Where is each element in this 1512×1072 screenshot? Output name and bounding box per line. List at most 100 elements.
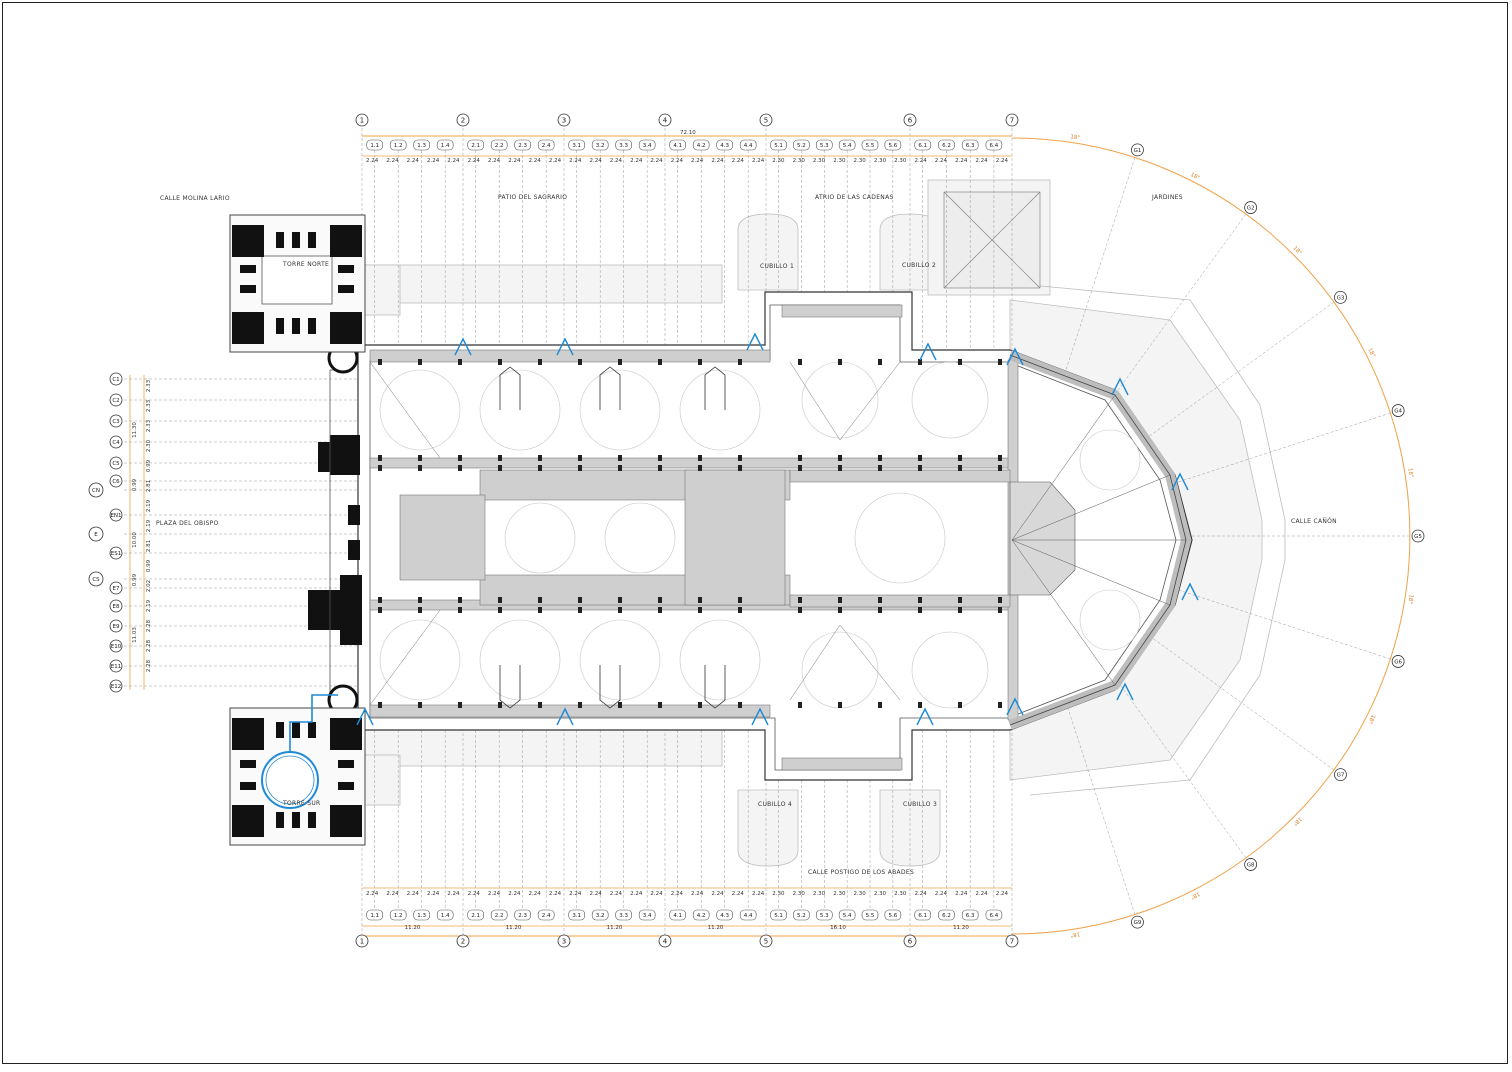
row-label-ES1: ES1	[111, 551, 121, 557]
spacing-dim-top-29: 2.24	[955, 158, 968, 164]
row-bubble-E	[88, 526, 104, 542]
grid-label-top-7: 7	[1010, 117, 1014, 125]
spacing-dim-bottom-5: 2.24	[468, 891, 481, 897]
row-bubble-E9	[109, 619, 123, 633]
sub-grid-label-bottom-4.3: 4.3	[720, 913, 729, 919]
row-dim-b-0: 11.30	[132, 422, 138, 438]
label-atrio-cadenas: ATRIO DE LAS CADENAS	[815, 194, 894, 201]
sub-grid-bubble-top-4.3	[716, 139, 733, 151]
cathedral-body	[357, 291, 1193, 781]
spacing-dim-top-5: 2.24	[468, 158, 481, 164]
apse-bubble-G8	[1244, 858, 1258, 871]
sub-grid-label-bottom-2.1: 2.1	[471, 913, 480, 919]
sub-grid-label-bottom-6.3: 6.3	[966, 913, 975, 919]
grid-label-top-4: 4	[663, 117, 668, 125]
sub-grid-label-bottom-5.4: 5.4	[843, 913, 852, 919]
row-dim-a-2: 2.33	[146, 419, 152, 432]
sub-grid-bubble-bottom-5.5	[861, 909, 879, 921]
row-label-E8: E8	[113, 604, 120, 610]
spacing-dim-bottom-16: 2.24	[691, 891, 704, 897]
sub-grid-bubble-bottom-3.4	[638, 909, 656, 921]
sub-grid-bubble-bottom-1.1	[366, 909, 383, 921]
sub-grid-label-top-1.2: 1.2	[394, 143, 403, 149]
apse-angle-7: 18°	[1291, 815, 1302, 826]
sub-grid-label-bottom-5.5: 5.5	[866, 913, 875, 919]
row-dim-a-13: 2.28	[146, 639, 152, 652]
sub-grid-bubble-top-5.5	[861, 139, 879, 151]
spacing-dim-top-7: 2.24	[508, 158, 521, 164]
sub-grid-label-bottom-1.3: 1.3	[417, 913, 426, 919]
apse-bubble-G1	[1131, 143, 1144, 157]
apse-label-G6: G6	[1394, 659, 1402, 665]
sub-grid-bubble-top-3.2	[591, 139, 609, 151]
spacing-dim-top-21: 2.30	[793, 158, 806, 164]
spacing-dim-top-12: 2.24	[610, 158, 623, 164]
torre-sur-plan	[229, 694, 366, 846]
sub-grid-label-bottom-6.1: 6.1	[918, 913, 927, 919]
sub-grid-bubble-top-6.2	[938, 139, 955, 151]
row-bubble-E10	[109, 639, 123, 653]
grid-bubble-bottom-1	[355, 934, 369, 948]
sub-grid-bubble-bottom-5.3	[815, 909, 833, 921]
spacing-dim-top-31: 2.24	[996, 158, 1009, 164]
spacing-dim-bottom-12: 2.24	[610, 891, 623, 897]
row-dim-a-10: 2.02	[146, 580, 152, 592]
grid-label-bottom-7: 7	[1010, 938, 1014, 946]
row-label-CN: CN	[92, 488, 100, 494]
sub-grid-label-top-3.4: 3.4	[643, 143, 652, 149]
sub-grid-label-top-4.1: 4.1	[673, 143, 682, 149]
row-label-C3: C3	[112, 419, 120, 425]
sub-grid-bubble-top-1.1	[366, 139, 383, 151]
label-jardines: JARDINES	[1151, 194, 1183, 201]
row-label-E12: E12	[111, 684, 121, 690]
sub-grid-label-bottom-5.1: 5.1	[774, 913, 783, 919]
grid-bubble-top-3	[557, 113, 571, 127]
sub-grid-label-top-5.5: 5.5	[866, 143, 875, 149]
spacing-dim-bottom-4: 2.24	[447, 891, 460, 897]
grid-label-bottom-6: 6	[908, 938, 913, 946]
sub-grid-bubble-bottom-6.3	[961, 909, 979, 921]
spacing-dim-top-10: 2.24	[569, 158, 582, 164]
row-bubble-C1	[109, 372, 123, 386]
sub-grid-label-bottom-3.3: 3.3	[619, 913, 628, 919]
apse-label-G8: G8	[1247, 862, 1255, 868]
sub-grid-bubble-top-3.1	[568, 139, 585, 151]
sub-grid-label-top-6.4: 6.4	[990, 143, 999, 149]
row-bubble-ES1	[109, 546, 123, 560]
sub-grid-label-top-1.1: 1.1	[370, 143, 379, 149]
sub-grid-label-top-3.1: 3.1	[572, 143, 581, 149]
label-plaza-obispo: PLAZA DEL OBISPO	[156, 520, 219, 527]
sub-grid-label-top-3.2: 3.2	[596, 143, 605, 149]
spacing-dim-top-9: 2.24	[549, 158, 562, 164]
row-dim-a-3: 2.30	[146, 439, 152, 452]
bay-dim-0: 11.20	[405, 925, 421, 931]
apse-arc	[362, 135, 1411, 937]
spacing-dim-bottom-19: 2.24	[752, 891, 765, 897]
grid-bubble-top-1	[355, 113, 369, 127]
sub-grid-label-top-1.3: 1.3	[417, 143, 426, 149]
row-label-C5: C5	[112, 461, 120, 467]
row-dim-a-8: 2.81	[146, 540, 152, 552]
row-label-C4: C4	[112, 440, 120, 446]
torre-norte-plan	[229, 214, 366, 353]
sub-grid-bubble-top-2.3	[514, 139, 531, 151]
apse-bubble-G9	[1131, 915, 1144, 929]
row-bubble-CN	[88, 482, 104, 498]
sub-grid-bubble-top-4.1	[669, 139, 686, 151]
spacing-dim-bottom-20: 2.30	[772, 891, 785, 897]
row-bubble-C3	[109, 414, 123, 428]
sub-grid-label-bottom-5.2: 5.2	[797, 913, 806, 919]
grid-bubble-bottom-4	[658, 934, 672, 948]
row-dim-a-9: 0.99	[146, 559, 152, 572]
sub-grid-label-top-2.2: 2.2	[495, 143, 504, 149]
spacing-dim-top-13: 2.24	[630, 158, 643, 164]
spacing-dim-top-2: 2.24	[407, 158, 420, 164]
spacing-dim-bottom-31: 2.24	[996, 891, 1009, 897]
row-bubble-C2	[109, 393, 123, 407]
sub-grid-bubble-bottom-1.2	[389, 909, 407, 921]
row-bubble-C5	[109, 456, 123, 470]
spacing-dim-top-22: 2.30	[813, 158, 826, 164]
grid-bubble-top-4	[658, 113, 672, 127]
